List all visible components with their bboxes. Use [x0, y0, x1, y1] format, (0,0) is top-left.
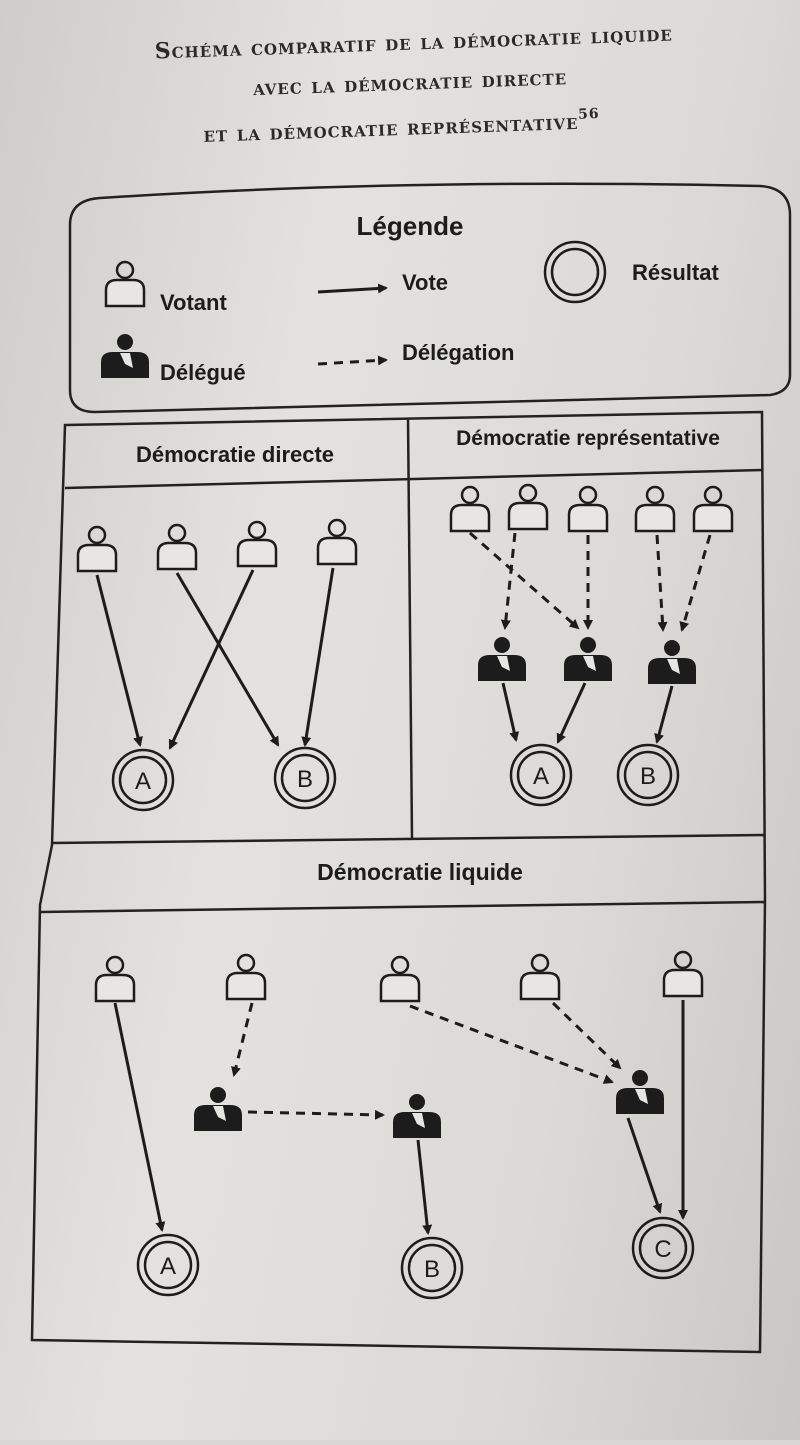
voter-icon — [76, 525, 118, 573]
voter-icon — [104, 260, 146, 308]
delegate-icon — [478, 637, 526, 681]
vote-arrow — [175, 572, 280, 747]
delegate-icon — [194, 1087, 242, 1131]
legend-voter-label: Votant — [160, 290, 227, 315]
voter-icon — [662, 950, 704, 998]
vote-arrow — [113, 1002, 166, 1232]
legend: Légende Votant Vote Résultat Délégué Dél… — [68, 182, 792, 414]
voter-icon — [236, 520, 278, 568]
result-icon — [543, 240, 607, 304]
delegation-arrow — [409, 1004, 614, 1084]
panel-title-representative: Démocratie représentative — [456, 427, 720, 450]
vote-arrow — [416, 1139, 433, 1235]
footnote-marker: 56 — [578, 106, 600, 123]
vote-arrow — [501, 682, 520, 742]
panel-title-direct: Démocratie directe — [136, 442, 334, 467]
delegation-arrow — [551, 1001, 622, 1070]
legend-heading: Légende — [357, 211, 464, 241]
delegation-arrow — [231, 1002, 254, 1077]
delegation-arrow — [500, 532, 517, 630]
delegation-arrow — [655, 534, 668, 632]
vote-arrow — [556, 682, 587, 744]
voter-icon — [156, 523, 198, 571]
panel-title-liquid: Démocratie liquide — [317, 859, 523, 885]
delegation-arrow — [469, 531, 580, 630]
title-line-1: Schéma comparatif de la démocratie liqui… — [154, 20, 673, 64]
voter-icon — [379, 955, 421, 1003]
delegation-arrow — [247, 1109, 385, 1120]
title-line-3: et la démocratie représentative56 — [203, 106, 600, 148]
legend-delegate-label: Délégué — [160, 360, 246, 385]
voter-icon — [94, 955, 136, 1003]
result-label: B — [640, 763, 656, 790]
voter-icon — [519, 953, 561, 1001]
result-label: B — [424, 1256, 440, 1283]
result-label: B — [297, 766, 313, 793]
panel-direct-democracy: Démocratie directe A B — [76, 442, 358, 812]
vote-arrow — [168, 569, 255, 750]
title-line-2: avec la démocratie directe — [252, 64, 568, 101]
result-label: A — [135, 768, 151, 795]
panel-liquid-democracy: Démocratie liquide A B C — [94, 859, 704, 1300]
delegate-icon — [393, 1094, 441, 1138]
voter-icon — [692, 485, 734, 533]
page-title: Schéma comparatif de la démocratie liqui… — [154, 20, 673, 148]
delegation-arrow-icon — [317, 355, 388, 366]
voter-icon — [225, 953, 267, 1001]
result-label: C — [654, 1236, 671, 1263]
result-label: A — [533, 763, 549, 790]
vote-arrow — [654, 685, 674, 744]
vote-arrow — [626, 1117, 663, 1214]
legend-vote-label: Vote — [402, 270, 448, 295]
delegate-icon — [616, 1070, 664, 1114]
legend-result-label: Résultat — [632, 260, 719, 285]
voter-icon — [567, 485, 609, 533]
vote-arrow — [95, 574, 143, 747]
legend-delegation-label: Délégation — [402, 340, 514, 365]
delegate-icon — [101, 334, 149, 378]
voter-icon — [634, 485, 676, 533]
panel-grid — [30, 410, 767, 1354]
delegate-icon — [564, 637, 612, 681]
voter-icon — [449, 485, 491, 533]
voter-icon — [507, 483, 549, 531]
delegate-icon — [648, 640, 696, 684]
panel-representative-democracy: Démocratie représentative A B — [449, 427, 734, 807]
result-label: A — [160, 1253, 176, 1280]
voter-icon — [316, 518, 358, 566]
delegation-arrow — [679, 534, 712, 632]
vote-arrow-icon — [317, 283, 388, 294]
vote-arrow — [301, 567, 335, 747]
